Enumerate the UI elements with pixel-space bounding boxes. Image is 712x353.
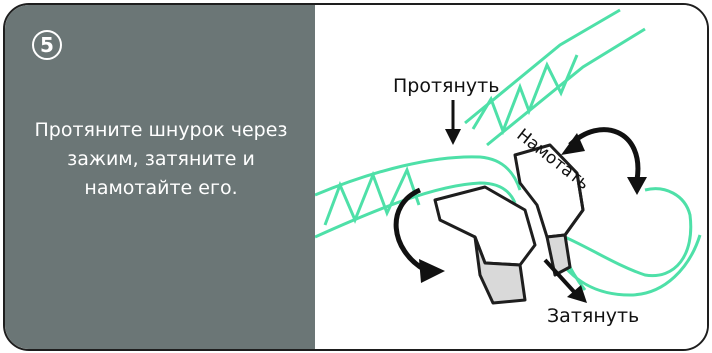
label-pull: Протянуть [393,75,500,97]
instruction-card: 5 Протяните шнурок через зажим, затяните… [3,3,709,351]
lace-upper [464,8,646,147]
instruction-text: Протяните шнурок через зажим, затяните и… [34,119,288,199]
instruction-panel: 5 Протяните шнурок через зажим, затяните… [5,5,315,349]
lace-lock-drawing [315,8,702,305]
arrow-down-icon [445,100,461,145]
lace-left [315,155,522,239]
lace-lock-icon [433,143,585,305]
tighten-arrow-icon [543,258,587,303]
lace-lock-illustration: Протянуть Намотать Затянуть [315,5,707,349]
step-number-badge: 5 [32,30,62,60]
label-tighten: Затянуть [547,305,640,327]
curved-arrow-icon [393,187,445,283]
wind-arrow-icon [561,127,647,195]
